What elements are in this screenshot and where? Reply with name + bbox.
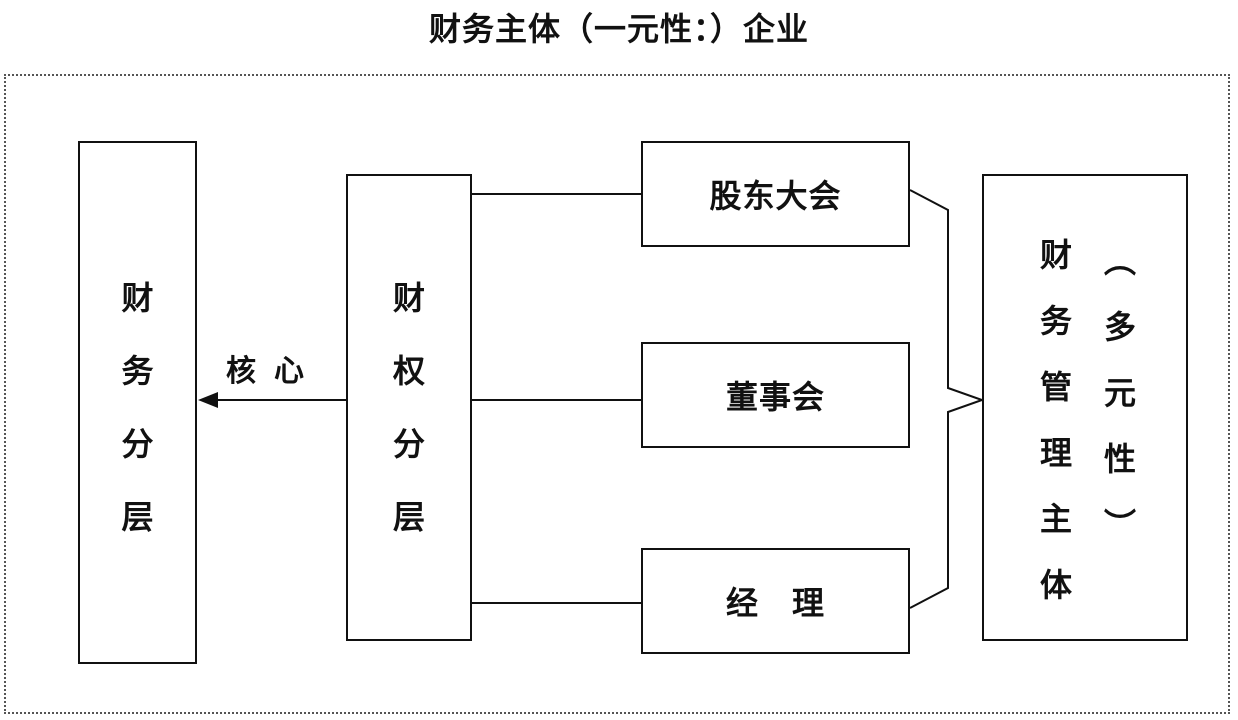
management-subject-plurality: ︵ 多 元 性 ︶ <box>1103 242 1136 544</box>
rights-layer-label: 财 权 分 层 <box>392 279 425 536</box>
finance-layer-box: 财 务 分 层 <box>78 141 197 664</box>
board-label: 董事会 <box>725 378 825 416</box>
management-subject-label: 财 务 管 理 主 体 <box>1039 236 1072 604</box>
manager-label: 经 理 <box>725 584 825 622</box>
finance-layer-label: 财 务 分 层 <box>121 279 154 536</box>
shareholders-box: 股东大会 <box>641 141 910 247</box>
manager-box: 经 理 <box>641 548 910 654</box>
management-subject-box: 财 务 管 理 主 体 ︵ 多 元 性 ︶ <box>982 174 1188 641</box>
shareholders-label: 股东大会 <box>709 177 842 215</box>
rights-layer-box: 财 权 分 层 <box>346 174 472 641</box>
core-label: 核心 <box>226 354 322 389</box>
core-arrow-head <box>198 392 218 408</box>
group-brace <box>909 189 986 609</box>
diagram-frame <box>4 74 1230 714</box>
diagram-title: 财务主体（一元性：）企业 <box>428 10 809 48</box>
board-box: 董事会 <box>641 342 910 448</box>
